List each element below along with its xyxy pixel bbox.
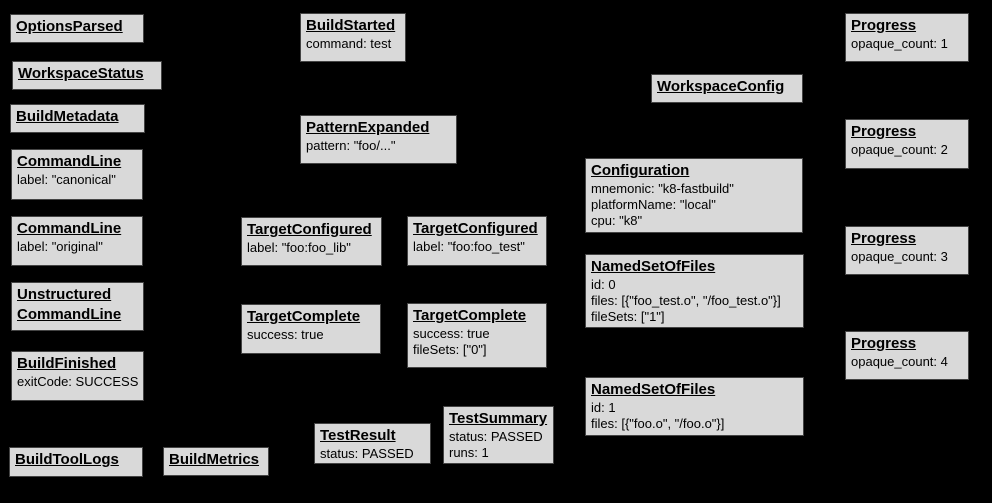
node-detail: fileSets: ["0"] xyxy=(413,342,487,357)
target-complete-foo-lib: TargetComplete success: true xyxy=(241,304,381,354)
node-title: TestSummary xyxy=(449,410,548,427)
node-detail: label: "original" xyxy=(17,239,103,254)
node-detail: command: test xyxy=(306,36,392,51)
node-detail: opaque_count: 3 xyxy=(851,249,948,264)
node-detail: label: "canonical" xyxy=(17,172,116,187)
node-detail: id: 1 xyxy=(591,400,616,415)
progress-3: Progress opaque_count: 3 xyxy=(845,226,969,275)
workspace-config: WorkspaceConfig xyxy=(651,74,803,103)
node-title: CommandLine xyxy=(17,153,122,170)
node-title: TestResult xyxy=(320,427,396,444)
node-title: CommandLine xyxy=(17,306,122,323)
node-title: PatternExpanded xyxy=(306,119,430,136)
build-metrics: BuildMetrics xyxy=(163,447,269,476)
progress-1: Progress opaque_count: 1 xyxy=(845,13,969,62)
node-detail: files: [{"foo_test.o", "/foo_test.o"}] xyxy=(591,293,781,308)
node-title: Progress xyxy=(851,335,917,352)
node-detail: opaque_count: 4 xyxy=(851,354,948,369)
node-detail: label: "foo:foo_test" xyxy=(413,239,525,254)
build-started: BuildStarted command: test xyxy=(300,13,406,62)
node-detail: success: true xyxy=(247,327,324,342)
command-line-original: CommandLine label: "original" xyxy=(11,216,143,266)
node-title: TargetConfigured xyxy=(247,221,372,238)
progress-4: Progress opaque_count: 4 xyxy=(845,331,969,380)
node-title: WorkspaceConfig xyxy=(657,78,785,95)
node-detail: status: PASSED xyxy=(449,429,543,444)
build-tool-logs: BuildToolLogs xyxy=(9,447,143,477)
node-detail: status: PASSED xyxy=(320,446,414,461)
node-title: CommandLine xyxy=(17,220,122,237)
pattern-expanded: PatternExpanded pattern: "foo/..." xyxy=(300,115,457,164)
node-title: BuildStarted xyxy=(306,17,396,34)
node-title: TargetComplete xyxy=(413,307,527,324)
node-detail: success: true xyxy=(413,326,490,341)
node-title: Unstructured xyxy=(17,286,112,303)
node-title: OptionsParsed xyxy=(16,18,123,35)
node-title: NamedSetOfFiles xyxy=(591,381,716,398)
node-detail: opaque_count: 2 xyxy=(851,142,948,157)
node-title: BuildFinished xyxy=(17,355,117,372)
node-detail: pattern: "foo/..." xyxy=(306,138,396,153)
node-title: Configuration xyxy=(591,162,690,179)
command-line-canonical: CommandLine label: "canonical" xyxy=(11,149,143,200)
node-detail: files: [{"foo.o", "/foo.o"}] xyxy=(591,416,725,431)
node-detail: cpu: "k8" xyxy=(591,213,643,228)
node-title: TargetConfigured xyxy=(413,220,538,237)
options-parsed: OptionsParsed xyxy=(10,14,144,43)
node-detail: mnemonic: "k8-fastbuild" xyxy=(591,181,734,196)
node-title: WorkspaceStatus xyxy=(18,65,144,82)
configuration: Configuration mnemonic: "k8-fastbuild"pla… xyxy=(585,158,803,233)
node-title: TargetComplete xyxy=(247,308,361,325)
node-title: BuildMetadata xyxy=(16,108,119,125)
progress-2: Progress opaque_count: 2 xyxy=(845,119,969,169)
node-detail: fileSets: ["1"] xyxy=(591,309,665,324)
node-title: NamedSetOfFiles xyxy=(591,258,716,275)
target-configured-foo-lib: TargetConfigured label: "foo:foo_lib" xyxy=(241,217,382,266)
node-detail: platformName: "local" xyxy=(591,197,716,212)
node-title: Progress xyxy=(851,230,917,247)
node-detail: label: "foo:foo_lib" xyxy=(247,240,351,255)
build-metadata: BuildMetadata xyxy=(10,104,145,133)
test-result: TestResult status: PASSED xyxy=(314,423,431,464)
node-detail: id: 0 xyxy=(591,277,616,292)
build-finished: BuildFinished exitCode: SUCCESS xyxy=(11,351,144,401)
target-configured-foo-test: TargetConfigured label: "foo:foo_test" xyxy=(407,216,547,266)
node-detail: exitCode: SUCCESS xyxy=(17,374,139,389)
node-title: BuildToolLogs xyxy=(15,451,119,468)
node-title: BuildMetrics xyxy=(169,451,260,468)
node-title: Progress xyxy=(851,123,917,140)
node-detail: opaque_count: 1 xyxy=(851,36,948,51)
node-title: Progress xyxy=(851,17,917,34)
workspace-status: WorkspaceStatus xyxy=(12,61,162,90)
node-detail: runs: 1 xyxy=(449,445,489,460)
